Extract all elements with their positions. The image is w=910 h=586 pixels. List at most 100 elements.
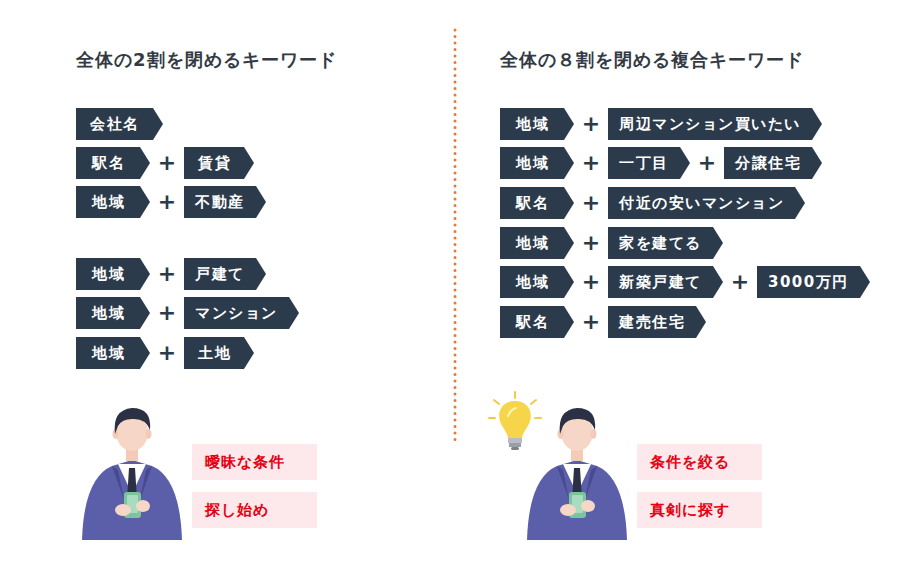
tag-outline — [724, 147, 822, 179]
keyword-tag: 3000万円 — [757, 266, 870, 298]
keyword-text: 建売住宅 — [619, 306, 685, 338]
section-title: 全体の８割を閉める複合キーワード — [500, 47, 804, 73]
tag-outline — [184, 258, 266, 290]
keyword-tag: マンション — [184, 297, 299, 329]
tag-outline — [608, 306, 706, 338]
condition-text: 条件を絞る — [650, 444, 730, 480]
tag-outline — [608, 227, 723, 259]
tag-outline — [76, 297, 150, 329]
keyword-text: 地域 — [92, 186, 125, 218]
keyword-tag: 駅名 — [76, 147, 150, 179]
tag-outline — [184, 337, 254, 369]
tag-outline — [76, 147, 150, 179]
keyword-text: 駅名 — [516, 306, 549, 338]
keyword-text: 分譲住宅 — [735, 147, 801, 179]
plus-sign: + — [579, 266, 603, 298]
tag-outline — [184, 297, 299, 329]
keyword-text: 家を建てる — [619, 227, 702, 259]
tag-outline — [76, 337, 150, 369]
keyword-tag: 地域 — [500, 147, 574, 179]
divider-dots — [454, 30, 457, 440]
tag-outline — [757, 266, 870, 298]
condition-text: 真剣に探す — [650, 492, 730, 528]
plus-sign: + — [155, 147, 179, 179]
keyword-text: 地域 — [516, 147, 549, 179]
keyword-text: 地域 — [92, 258, 125, 290]
person-figure — [527, 408, 627, 540]
tag-outline — [500, 108, 574, 140]
keyword-tag: 付近の安いマンション — [608, 187, 805, 219]
keyword-tag: 新築戸建て — [608, 266, 723, 298]
condition-box: 曖昧な条件 — [192, 444, 317, 480]
tag-outline — [184, 186, 266, 218]
keyword-tag: 地域 — [500, 266, 574, 298]
tag-outline — [76, 186, 150, 218]
keyword-tag: 地域 — [76, 258, 150, 290]
keyword-text: 不動産 — [195, 186, 245, 218]
tag-outline — [76, 108, 163, 140]
keyword-tag: 土地 — [184, 337, 254, 369]
person-figure — [82, 408, 182, 540]
tag-outline — [500, 266, 574, 298]
keyword-tag: 地域 — [500, 227, 574, 259]
keyword-tag: 駅名 — [500, 187, 574, 219]
light-bulb — [489, 392, 541, 450]
keyword-text: 地域 — [516, 266, 549, 298]
keyword-tag: 周辺マンション買いたい — [608, 108, 822, 140]
tag-outline — [500, 306, 574, 338]
keyword-text: 3000万円 — [768, 266, 849, 298]
keyword-tag: 会社名 — [76, 108, 163, 140]
plus-sign: + — [155, 186, 179, 218]
keyword-text: 会社名 — [90, 108, 140, 140]
keyword-text: 賃貸 — [198, 147, 231, 179]
keyword-tag: 地域 — [76, 186, 150, 218]
plus-sign: + — [155, 258, 179, 290]
keyword-tag: 戸建て — [184, 258, 266, 290]
keyword-text: 地域 — [516, 227, 549, 259]
keyword-text: 周辺マンション買いたい — [619, 108, 801, 140]
tag-outline — [608, 187, 805, 219]
keyword-text: 土地 — [198, 337, 231, 369]
plus-sign: + — [155, 337, 179, 369]
keyword-text: 地域 — [92, 337, 125, 369]
tag-outline — [76, 258, 150, 290]
plus-sign: + — [695, 147, 719, 179]
tag-outline — [500, 147, 574, 179]
keyword-tag: 建売住宅 — [608, 306, 706, 338]
keyword-tag: 一丁目 — [608, 147, 690, 179]
plus-sign: + — [579, 227, 603, 259]
condition-box: 探し始め — [192, 492, 317, 528]
keyword-text: 地域 — [92, 297, 125, 329]
tag-outline — [608, 147, 690, 179]
tag-outline — [608, 266, 723, 298]
keyword-text: 戸建て — [195, 258, 245, 290]
plus-sign: + — [579, 187, 603, 219]
section-title: 全体の2割を閉めるキーワード — [76, 47, 337, 73]
keyword-text: 地域 — [516, 108, 549, 140]
keyword-tag: 地域 — [500, 108, 574, 140]
plus-sign: + — [579, 306, 603, 338]
plus-sign: + — [579, 108, 603, 140]
tag-outline — [500, 187, 574, 219]
keyword-text: 駅名 — [516, 187, 549, 219]
keyword-tag: 賃貸 — [184, 147, 254, 179]
tag-outline — [500, 227, 574, 259]
condition-text: 探し始め — [205, 492, 269, 528]
plus-sign: + — [579, 147, 603, 179]
plus-sign: + — [728, 266, 752, 298]
tag-outline — [608, 108, 822, 140]
keyword-tag: 駅名 — [500, 306, 574, 338]
keyword-text: 付近の安いマンション — [619, 187, 784, 219]
keyword-text: 新築戸建て — [619, 266, 702, 298]
condition-text: 曖昧な条件 — [205, 444, 285, 480]
keyword-text: 駅名 — [92, 147, 125, 179]
keyword-tag: 地域 — [76, 337, 150, 369]
plus-sign: + — [155, 297, 179, 329]
keyword-tag: 家を建てる — [608, 227, 723, 259]
tag-outline — [184, 147, 254, 179]
condition-box: 真剣に探す — [637, 492, 762, 528]
keyword-tag: 不動産 — [184, 186, 266, 218]
keyword-text: 一丁目 — [619, 147, 669, 179]
keyword-text: マンション — [195, 297, 278, 329]
keyword-tag: 地域 — [76, 297, 150, 329]
